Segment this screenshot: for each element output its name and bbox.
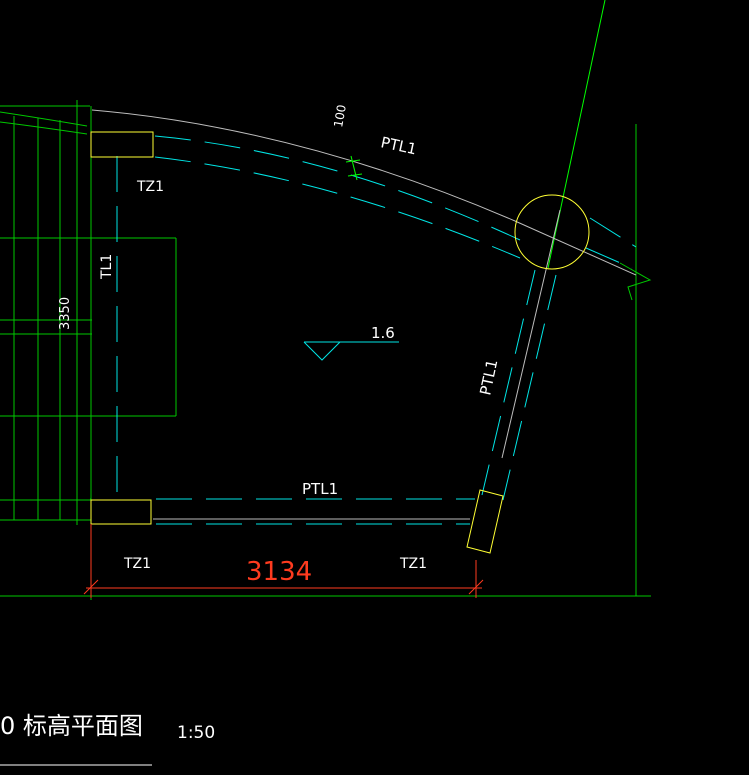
dimension-tick (345, 159, 361, 163)
column-circle (514, 194, 590, 270)
stair-tread-line (0, 111, 88, 127)
ptl1-top-edge-inner (154, 135, 521, 241)
drawing-scale: 1:50 (177, 723, 215, 743)
label-tz1-bottom-right: TZ1 (399, 556, 427, 572)
ptl1-right-edge-left (481, 269, 536, 496)
curved-edge-extension (514, 220, 637, 276)
columns (90, 131, 590, 554)
label-ptl1-bottom: PTL1 (302, 480, 338, 498)
column-tz1-bottom-right (466, 489, 504, 554)
label-dim-100: 100 (331, 104, 349, 129)
label-dim-3134: 3134 (246, 557, 312, 587)
stair-tread-line (0, 121, 88, 135)
axis-line-green (547, 0, 606, 269)
stair-treads (0, 111, 177, 521)
column-tz1-top (90, 131, 154, 158)
dimension-tick (350, 155, 358, 181)
label-tz1-bottom-left: TZ1 (123, 556, 151, 572)
dimension-3134-tick-right (468, 579, 484, 595)
beam-axis-diagonal (501, 209, 561, 459)
curved-edge-line (91, 109, 516, 222)
ptl1-top-edge-extension (589, 217, 637, 248)
beam-axis-lines (91, 109, 637, 520)
dimension-3134 (83, 524, 484, 598)
elevation-triangle (303, 341, 341, 361)
dimension-tick (347, 173, 363, 177)
column-tz1-bottom-left (90, 499, 152, 525)
label-tz1-top: TZ1 (136, 179, 164, 195)
break-line (619, 262, 652, 301)
label-elevation: 1.6 (371, 324, 395, 342)
drawing-title: 0 标高平面图 (0, 712, 143, 740)
dimension-3134-tick-left (83, 579, 99, 595)
beam-dashed-edges (116, 135, 637, 525)
ptl1-top-edge-outer (154, 156, 521, 259)
ptl1-top-edge-extension (585, 247, 633, 269)
dimension-100-ticks (345, 155, 363, 181)
label-tl1: TL1 (99, 254, 115, 280)
label-dim-3350: 3350 (58, 297, 73, 330)
ptl1-right-edge-right (502, 274, 557, 501)
elevation-symbol (303, 341, 399, 361)
